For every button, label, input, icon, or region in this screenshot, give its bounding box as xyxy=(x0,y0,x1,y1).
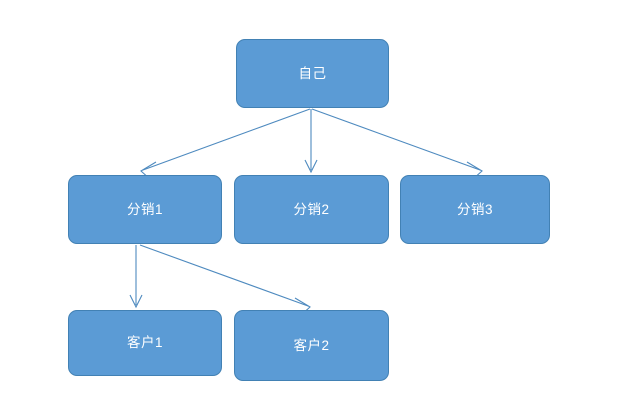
node-customer-2[interactable]: 客户2 xyxy=(234,310,389,381)
node-self-label: 自己 xyxy=(298,65,327,81)
node-distributor-2-label: 分销2 xyxy=(293,201,330,217)
node-distributor-1-label: 分销1 xyxy=(126,201,163,217)
node-customer-2-label: 客户2 xyxy=(293,337,330,353)
node-customer-1[interactable]: 客户1 xyxy=(68,310,222,376)
node-customer-1-label: 客户1 xyxy=(126,335,163,351)
edge-self-to-dist2 xyxy=(304,109,318,174)
edge-self-to-dist3 xyxy=(311,108,483,181)
edge-dist1-to-cust2 xyxy=(139,244,311,317)
node-distributor-3-label: 分销3 xyxy=(456,201,493,217)
node-self[interactable]: 自己 xyxy=(236,39,389,108)
node-distributor-1[interactable]: 分销1 xyxy=(68,175,222,244)
node-distributor-2[interactable]: 分销2 xyxy=(234,175,389,244)
edge-dist1-to-cust1 xyxy=(129,245,143,309)
edge-self-to-dist1 xyxy=(140,108,311,181)
node-distributor-3[interactable]: 分销3 xyxy=(400,175,550,244)
